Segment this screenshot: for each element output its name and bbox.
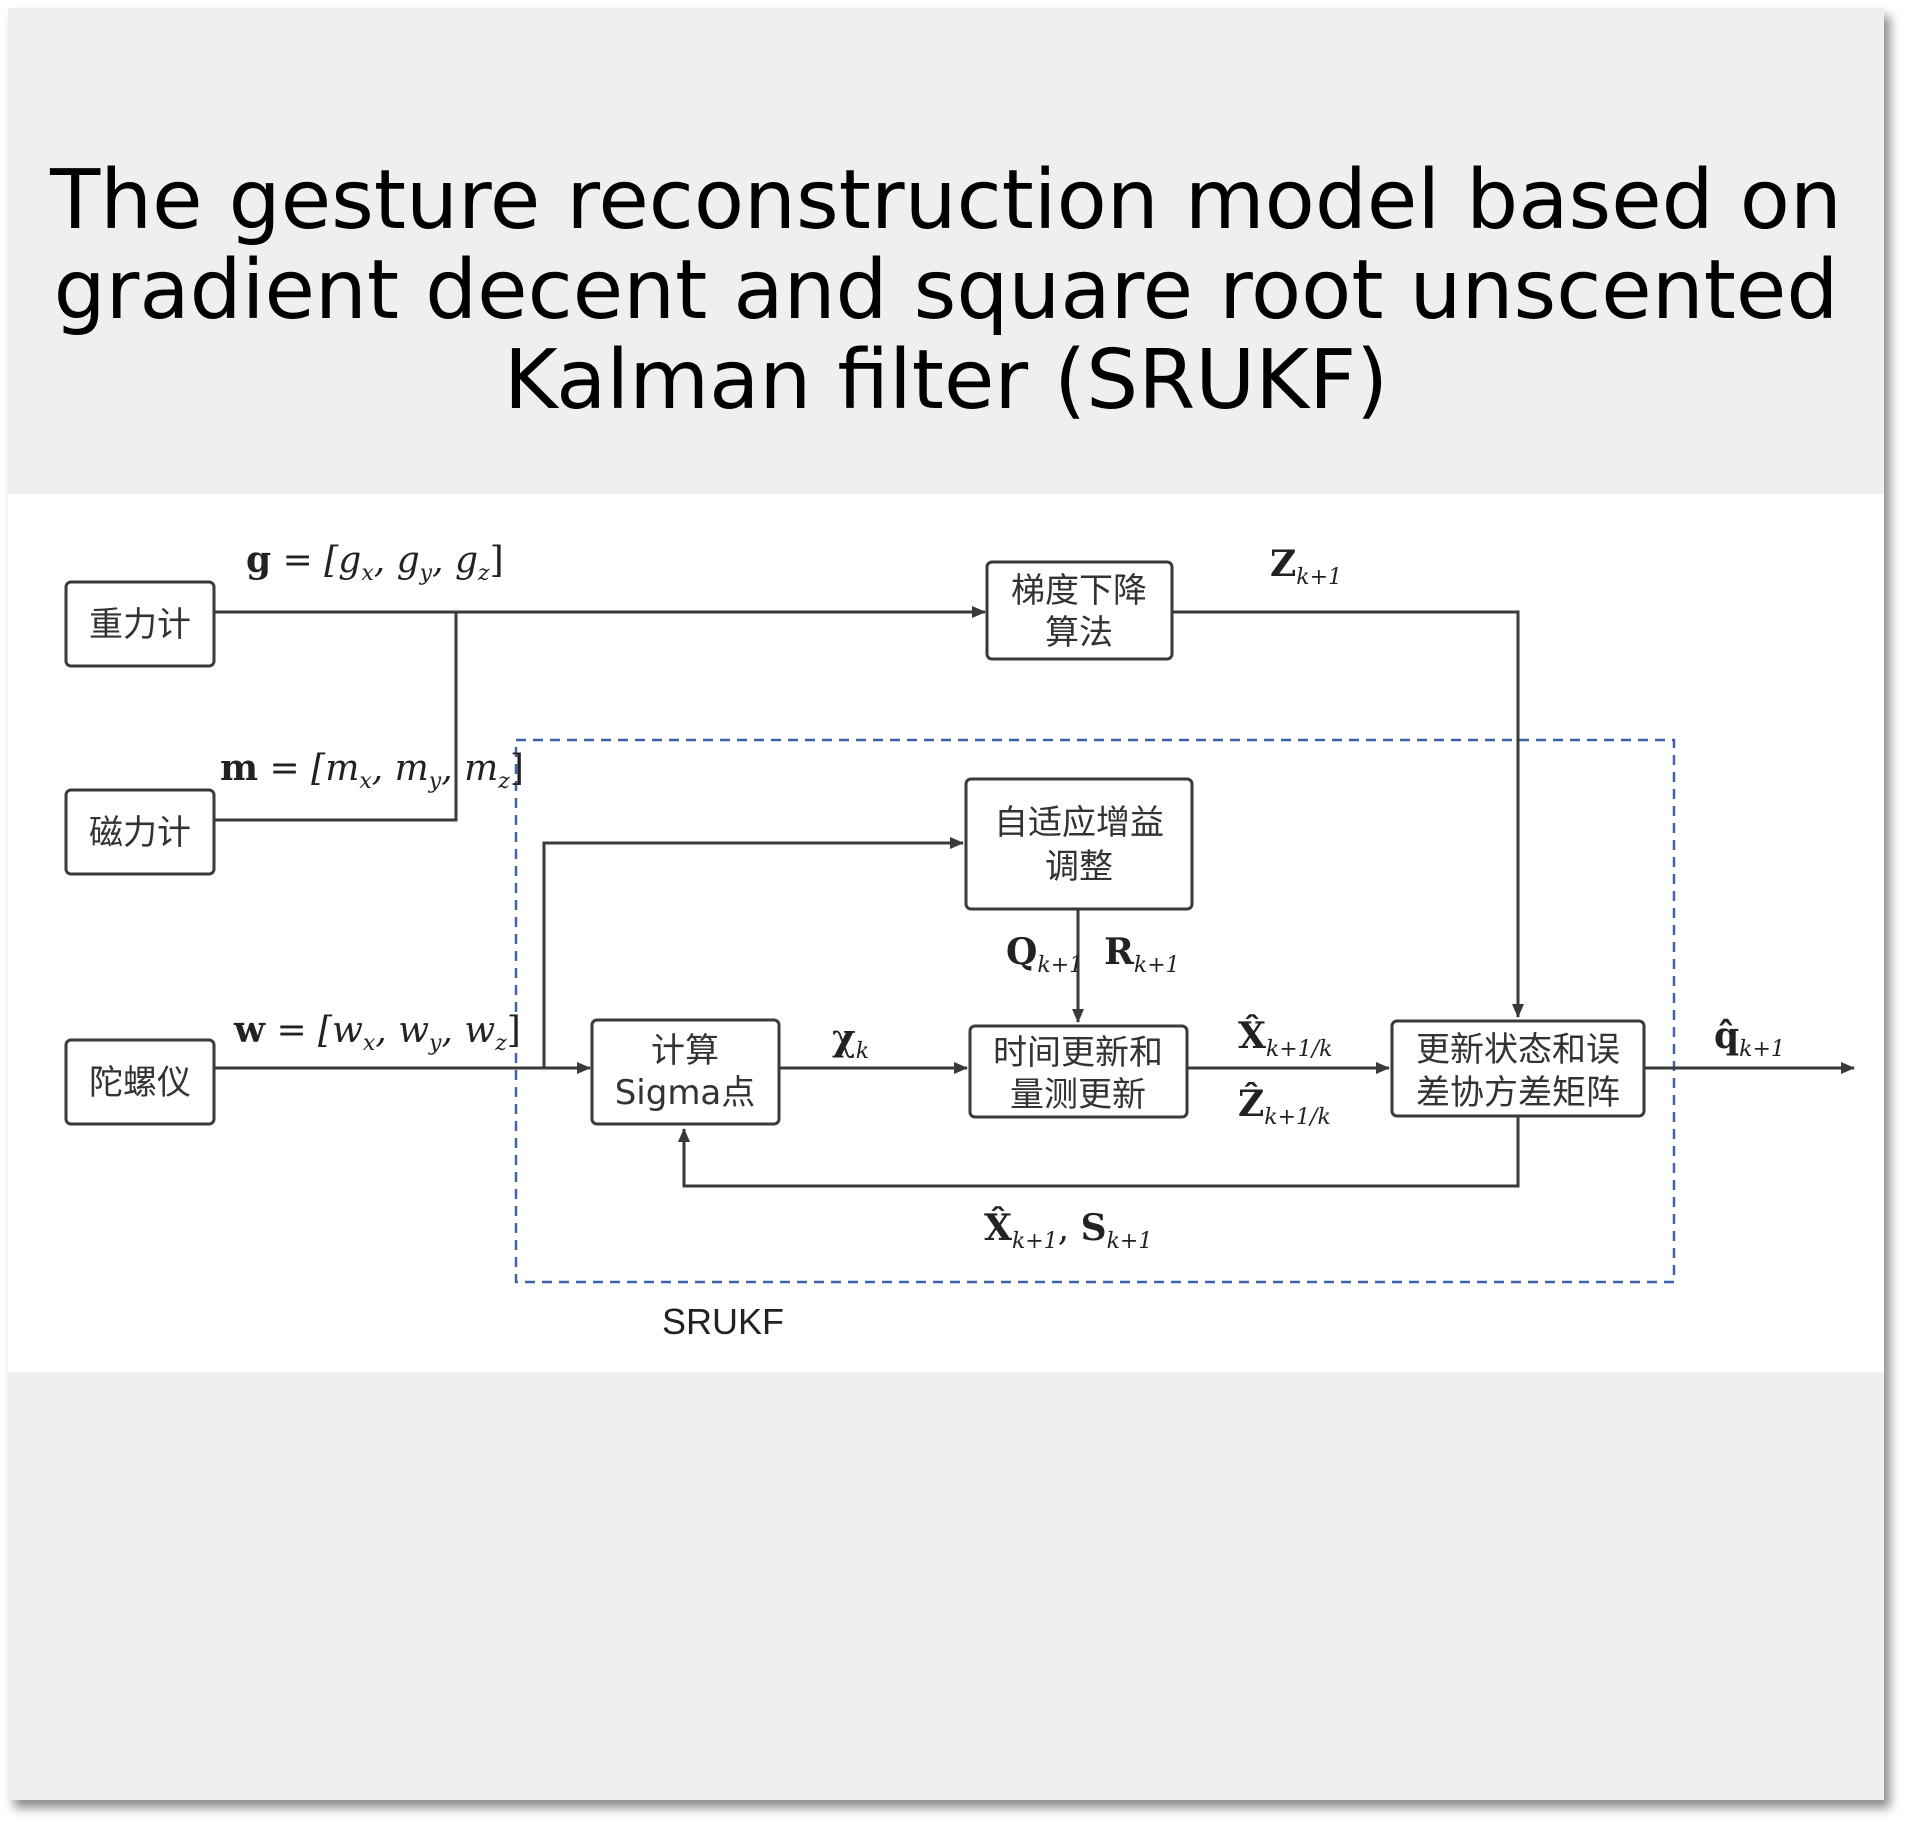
gradient-descent-label-2: 算法: [1045, 613, 1113, 653]
sigma-points-label-1: 计算: [651, 1031, 719, 1071]
state-update-label-2: 差协方差矩阵: [1416, 1073, 1620, 1113]
block-diagram: SRUKF 重力计 磁力计 陀螺仪: [64, 539, 1855, 1342]
srukf-label: SRUKF: [662, 1301, 784, 1342]
title-line-2: gradient decent and square root unscente…: [53, 243, 1839, 338]
title-line-3: Kalman filter (SRUKF): [503, 333, 1389, 428]
gradient-descent-label-1: 梯度下降: [1011, 571, 1147, 611]
time-measure-update-label-2: 量测更新: [1010, 1075, 1146, 1115]
gyro-to-adaptive-arrow: [542, 837, 964, 1068]
accelerometer-label: 重力计: [89, 605, 191, 645]
sigma-points-block: 计算 Sigma点: [590, 1018, 781, 1126]
gyroscope-block: 陀螺仪: [64, 1038, 216, 1126]
magnetometer-line: [213, 612, 458, 822]
srukf-region: [514, 738, 1676, 1284]
g-vector-label: g = [gx, gy, gz]: [246, 539, 504, 586]
sigma-points-label-2: Sigma点: [615, 1073, 756, 1113]
adaptive-gain-label-1: 自适应增益: [994, 803, 1164, 843]
state-update-block: 更新状态和误 差协方差矩阵: [1390, 1019, 1646, 1118]
r-noise-label: Rk+1: [1104, 931, 1180, 978]
z-predicted-label: Ẑk+1/k: [1238, 1083, 1331, 1130]
magnetometer-label: 磁力计: [89, 813, 191, 853]
time-measure-update-block: 时间更新和 量测更新: [968, 1024, 1189, 1119]
diagram-panel: SRUKF 重力计 磁力计 陀螺仪: [8, 494, 1884, 1372]
adaptive-gain-block: 自适应增益 调整: [964, 777, 1194, 911]
q-output-label: q̂k+1: [1714, 1015, 1785, 1062]
z-to-state-update-arrow: [1172, 610, 1524, 1018]
gradient-descent-block: 梯度下降 算法: [985, 560, 1174, 661]
accelerometer-block: 重力计: [64, 580, 216, 668]
x-predicted-label: X̂k+1/k: [1238, 1014, 1332, 1062]
title-line-1: The gesture reconstruction model based o…: [50, 153, 1842, 248]
w-vector-label: w = [wx, wy, wz]: [233, 1009, 521, 1056]
state-update-label-1: 更新状态和误: [1416, 1030, 1620, 1070]
feedback-label: X̂k+1, Sk+1: [984, 1206, 1152, 1254]
chi-sigma-label: χk: [832, 1017, 869, 1064]
q-noise-label: Qk+1: [1006, 931, 1083, 978]
figure-title: The gesture reconstruction model based o…: [8, 156, 1884, 426]
figure-card: The gesture reconstruction model based o…: [8, 8, 1884, 1800]
magnetometer-block: 磁力计: [64, 788, 216, 876]
gyroscope-label: 陀螺仪: [89, 1063, 191, 1103]
m-vector-label: m = [mx, my, mz]: [220, 747, 524, 794]
adaptive-gain-label-2: 调整: [1045, 847, 1113, 887]
feedback-arrow: [678, 1116, 1520, 1188]
time-measure-update-label-1: 时间更新和: [993, 1033, 1163, 1073]
z-measurement-label: Zk+1: [1270, 543, 1342, 590]
